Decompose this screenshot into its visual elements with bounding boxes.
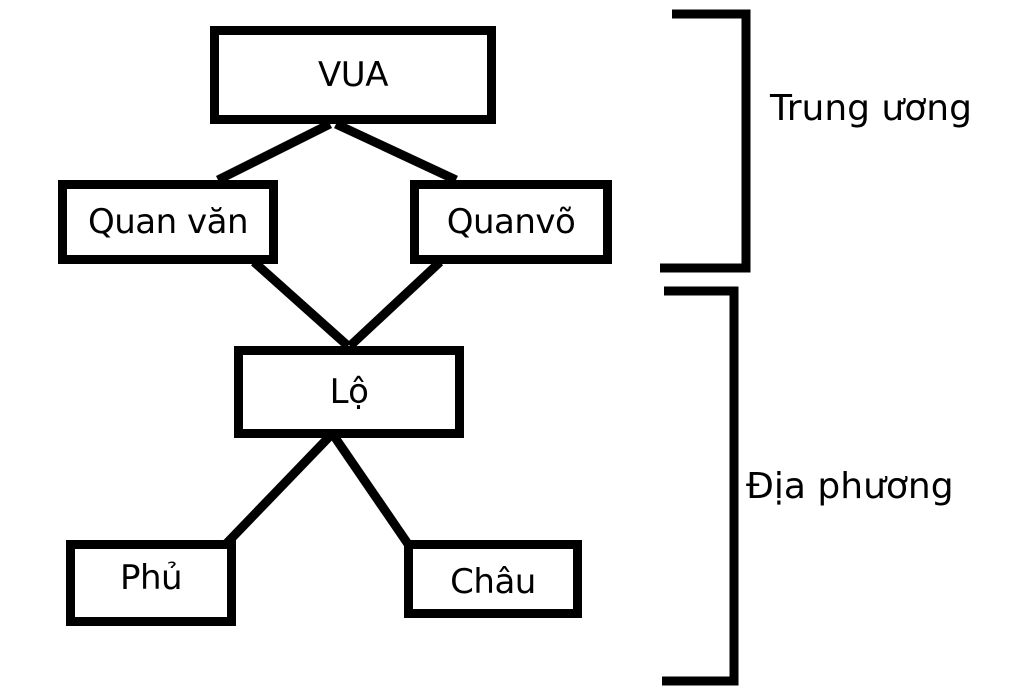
node-lo-label: Lộ — [329, 372, 369, 412]
node-vua: VUA — [210, 26, 496, 124]
edge-lo-chau — [330, 433, 412, 547]
edge-vua-quan-van — [215, 119, 333, 185]
node-lo: Lộ — [234, 346, 464, 438]
node-chau-label: Châu — [450, 562, 536, 602]
node-chau: Châu — [404, 540, 582, 618]
edge-vua-quan-vo — [334, 119, 458, 185]
node-phu: Phủ — [66, 540, 236, 626]
bracket-central — [660, 9, 751, 273]
edge-lo-phu — [222, 432, 334, 548]
edge-quan-vo-lo — [346, 258, 444, 350]
node-quan-vo-label: Quanvõ — [446, 202, 576, 242]
node-phu-label: Phủ — [119, 558, 183, 598]
node-quan-van: Quan văn — [58, 180, 278, 264]
group-label-central: Trung ương — [770, 88, 972, 129]
edge-quan-van-lo — [251, 258, 351, 350]
group-label-local: Địa phương — [746, 466, 954, 507]
node-quan-vo: Quanvõ — [410, 180, 612, 264]
node-quan-van-label: Quan văn — [87, 202, 249, 242]
node-vua-label: VUA — [318, 55, 388, 95]
bracket-local — [662, 286, 739, 686]
